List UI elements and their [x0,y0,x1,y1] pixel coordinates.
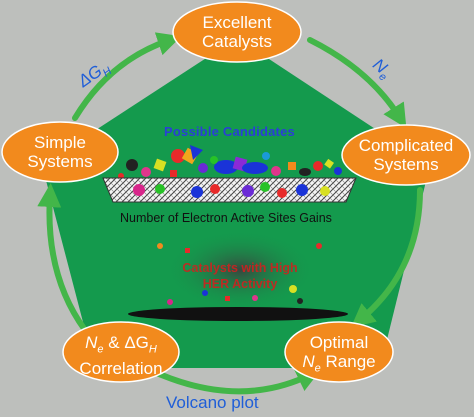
node-label-line1: Optimal [309,333,369,352]
node-label-line2: Catalysts [202,32,272,51]
node-excellent-catalysts: Excellent Catalysts [173,13,301,51]
range-word: Range [320,352,376,371]
possible-candidates-label: Possible Candidates [164,124,295,139]
oval-complicated-systems [341,124,471,186]
cycle-arrows [37,32,423,395]
oval-optimal-range [284,321,394,383]
ne-subscript: e [314,362,321,375]
node-label-line2: Systems [373,155,439,174]
node-simple-systems: Simple Systems [2,133,118,171]
ne-subscript: e [97,343,104,356]
arrow-left-upper [72,32,182,121]
her-line2: HER Activity [202,277,278,291]
arrow-bottom [147,367,321,395]
her-particles [157,243,322,305]
ne-symbol: N [302,352,315,371]
node-label-line1: Ne & ΔGH [63,333,179,359]
oval-excellent-catalysts [172,1,302,63]
active-sites-tray [102,177,357,203]
pentagon-background [42,38,430,368]
node-label-line2: Correlation [79,359,163,379]
h-subscript: H [148,343,157,356]
node-label-line2: Ne Range [285,352,393,378]
ne-symbol: N [85,333,98,352]
her-activity-label: Catalysts with High HER Activity [160,260,320,292]
node-label-line1: Complicated [358,136,454,155]
node-optimal-range: Optimal Ne Range [285,333,393,378]
arrow-left-lower [37,183,88,333]
her-line1: Catalysts with High [182,261,298,275]
node-label-line1: Simple [34,133,86,152]
node-label-line1: Excellent [202,13,272,32]
oval-simple-systems [1,121,119,183]
and-delta-g: & ΔG [103,333,149,352]
electron-active-sites-label: Number of Electron Active Sites Gains [120,211,332,225]
arrow-right-upper [307,37,407,129]
arrow-label-volcano-plot: Volcano plot [166,393,259,412]
node-correlation: Ne & ΔGH Correlation [63,333,179,378]
her-glow [165,230,315,310]
node-label-line2: Systems [27,152,93,171]
node-ovals [1,1,471,383]
catalyst-disk [128,307,348,321]
oval-correlation [62,321,180,383]
node-complicated-systems: Complicated Systems [342,136,470,174]
arrow-right-lower [350,187,423,328]
